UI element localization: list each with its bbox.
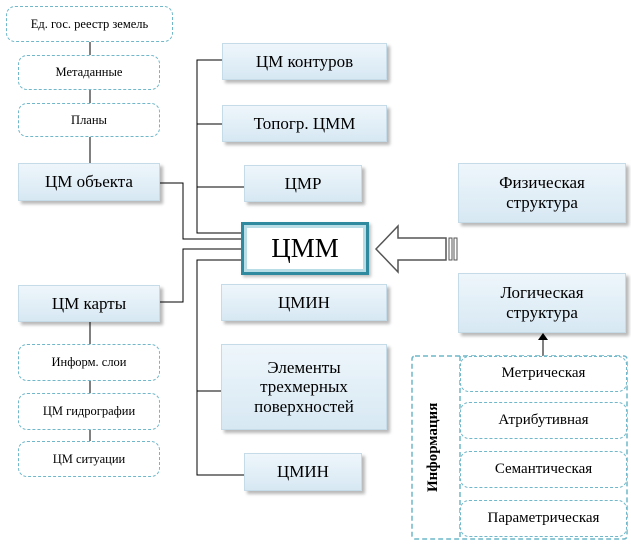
map-model-box: ЦМ карты [18,285,160,322]
metadata-label: Метаданные [55,65,123,80]
metric-label: Метрическая [501,365,586,382]
registry-box: Ед. гос. реестр земель [6,6,173,42]
attributive-label: Атрибутивная [498,411,589,428]
hydrography-label: ЦМ гидрографии [42,404,136,419]
metadata-box: Метаданные [18,55,160,90]
surfaces-box: Элементы трехмерных поверхностей [221,344,387,430]
center-box: ЦММ [241,222,369,275]
info-layers-box: Информ. слои [18,344,160,381]
physical-structure-label: Физическая структура [499,173,585,212]
arrow-icon [374,224,458,274]
registry-label: Ед. гос. реестр земель [30,16,149,31]
object-model-label: ЦМ объекта [45,172,133,192]
cmin-box-1: ЦМИН [221,284,387,321]
situation-box: ЦМ ситуации [18,441,160,477]
physical-structure-box: Физическая структура [458,163,626,223]
object-model-box: ЦМ объекта [18,163,160,201]
situation-label: ЦМ ситуации [52,451,126,466]
information-label: Информация [425,402,441,493]
cmr-box: ЦМР [244,165,362,202]
contours-label: ЦМ контуров [255,51,354,71]
parametric-label: Параметрическая [487,509,600,526]
logical-structure-box: Логическая структура [458,273,626,333]
surfaces-label: Элементы трехмерных поверхностей [254,357,354,416]
cmin-label-1: ЦМИН [278,292,330,312]
topo-label: Топогр. ЦММ [253,113,356,133]
map-model-label: ЦМ карты [51,293,127,313]
hydrography-box: ЦМ гидрографии [18,393,160,430]
attributive-box: Атрибутивная [460,402,627,439]
info-layers-label: Информ. слои [51,355,127,370]
center-label: ЦММ [271,232,339,263]
parametric-box: Параметрическая [460,500,627,537]
plans-label: Планы [71,112,107,127]
metric-box: Метрическая [460,356,627,392]
contours-box: ЦМ контуров [222,43,387,80]
semantic-box: Семантическая [460,451,627,488]
cmin-label-2: ЦМИН [277,462,329,482]
cmin-box-2: ЦМИН [244,453,362,491]
cmr-label: ЦМР [284,173,322,193]
logical-structure-label: Логическая структура [500,283,584,322]
plans-box: Планы [18,103,160,137]
semantic-label: Семантическая [494,460,593,477]
topo-box: Топогр. ЦММ [222,105,387,142]
